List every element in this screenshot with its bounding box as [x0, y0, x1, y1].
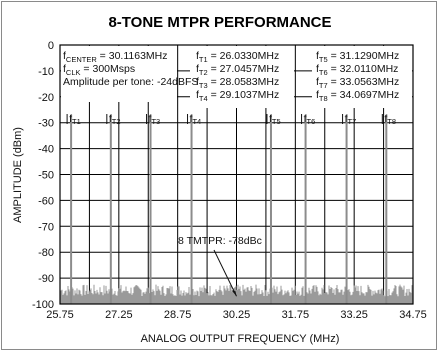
tone-frequency: fT6 = 32.0110MHz [316, 63, 398, 77]
tone-frequency-symbol: f [316, 76, 319, 88]
x-tick-label: 33.25 [340, 309, 368, 321]
x-tick-label: 34.75 [399, 309, 427, 321]
tone-label: fT5 [269, 113, 281, 126]
tone-frequency-subscript: T7 [319, 81, 328, 90]
info-line: fCLK = 300Msps [63, 63, 135, 77]
tone-label: fT6 [304, 113, 316, 126]
tone-frequency-subscript: T3 [199, 81, 208, 90]
x-tick-label: 30.25 [223, 309, 251, 321]
tone-label-subscript: T6 [306, 117, 315, 126]
tone-frequency: fT7 = 33.0563MHz [316, 76, 399, 90]
tone-label-subscript: T4 [192, 117, 201, 126]
tone-frequency: fT1 = 26.0330MHz [196, 50, 279, 64]
tone-frequency-symbol: f [316, 89, 319, 101]
y-axis-label: AMPLITUDE (dBm) [12, 127, 24, 223]
tone-frequency-value: = 34.0697MHz [328, 89, 400, 101]
tone-label: fT2 [109, 113, 121, 126]
info-line-value: = 30.1163MHz [97, 50, 168, 62]
tone-label-subscript: T7 [347, 117, 356, 126]
tone-frequency: fT8 = 34.0697MHz [316, 89, 399, 103]
tone-knockout-2 [312, 46, 412, 108]
plot-border [59, 44, 414, 305]
x-axis-label: ANALOG OUTPUT FREQUENCY (MHz) [141, 333, 340, 345]
tone-label-subscript: T3 [151, 117, 160, 126]
tone-label-symbol: f [69, 113, 72, 125]
tone-label: fT3 [149, 113, 161, 126]
tone-frequency-symbol: f [196, 76, 199, 88]
tone-frequency-value: = 29.1037MHz [208, 89, 280, 101]
tone-label-subscript: T2 [112, 117, 121, 126]
y-tick-label: -70 [38, 221, 54, 233]
tone-label-symbol: f [149, 113, 152, 125]
tone-frequency-value: = 31.1290MHz [328, 50, 400, 62]
tone-label: fT7 [345, 113, 357, 126]
y-tick-label: -100 [32, 299, 54, 311]
tone-frequency-subscript: T4 [199, 94, 208, 103]
tone-label: fT4 [190, 113, 202, 126]
info-line-value: = 300Msps [81, 63, 136, 75]
info-line: Amplitude per tone: -24dBFS [63, 76, 198, 88]
annotation-arrowhead [231, 290, 237, 297]
y-tick-label: -90 [38, 273, 54, 285]
info-line-symbol: f [63, 63, 66, 75]
y-tick-label: -10 [38, 66, 54, 78]
tone-label-symbol: f [384, 113, 387, 125]
tone-frequency: fT5 = 31.1290MHz [316, 50, 399, 64]
x-tick-label: 27.25 [105, 309, 133, 321]
tone-label-symbol: f [304, 113, 307, 125]
tone-frequency-value: = 28.0583MHz [208, 76, 280, 88]
chart-title: 8-TONE MTPR PERFORMANCE [108, 14, 331, 31]
tone-frequency-value: = 26.0330MHz [208, 50, 280, 62]
y-tick-label: -60 [38, 195, 54, 207]
info-line-subscript: CLK [66, 68, 81, 77]
info-line-symbol: f [63, 50, 66, 62]
y-tick-label: -50 [38, 170, 54, 182]
mtpr-annotation: 8 TMTPR: -78dBc [178, 235, 262, 247]
y-tick-label: -80 [38, 247, 54, 259]
tone-label-symbol: f [190, 113, 193, 125]
tone-frequency-subscript: T5 [319, 55, 328, 64]
tone-label-subscript: T1 [72, 117, 81, 126]
tone-frequency-symbol: f [196, 89, 199, 101]
tone-frequency: fT3 = 28.0583MHz [196, 76, 279, 90]
tone-label-subscript: T8 [387, 117, 396, 126]
tone-frequency-subscript: T8 [319, 94, 328, 103]
y-tick-label: -30 [38, 118, 54, 130]
y-tick-label: 0 [48, 40, 54, 52]
tone-knockout-1 [190, 46, 294, 108]
tone-label-symbol: f [109, 113, 112, 125]
tone-frequency-symbol: f [196, 63, 199, 75]
tone-frequency-symbol: f [316, 63, 319, 75]
tone-frequency-subscript: T2 [199, 68, 208, 77]
tone-frequency-subscript: T1 [199, 55, 208, 64]
y-tick-label: -20 [38, 92, 54, 104]
tone-frequency: fT4 = 29.1037MHz [196, 89, 279, 103]
tone-frequency-subscript: T6 [319, 68, 328, 77]
y-tick-label: -40 [38, 144, 54, 156]
tone-label-symbol: f [345, 113, 348, 125]
x-tick-label: 28.75 [164, 309, 192, 321]
x-tick-label: 31.75 [282, 309, 310, 321]
tone-frequency-value: = 32.0110MHz [328, 63, 399, 75]
tone-frequency-value: = 33.0563MHz [328, 76, 400, 88]
info-knockout [61, 46, 177, 102]
info-line: fCENTER = 30.1163MHz [63, 50, 168, 64]
tone-label-symbol: f [269, 113, 272, 125]
tone-label: fT1 [69, 113, 81, 126]
annotation-arrow [213, 249, 237, 297]
tone-frequency-symbol: f [196, 50, 199, 62]
tone-label-subscript: T5 [272, 117, 281, 126]
info-line-subscript: CENTER [66, 55, 97, 64]
tone-frequency: fT2 = 27.0457MHz [196, 63, 279, 77]
tone-label: fT8 [384, 113, 396, 126]
tone-frequency-symbol: f [316, 50, 319, 62]
x-tick-label: 25.75 [46, 309, 74, 321]
tone-frequency-value: = 27.0457MHz [208, 63, 280, 75]
